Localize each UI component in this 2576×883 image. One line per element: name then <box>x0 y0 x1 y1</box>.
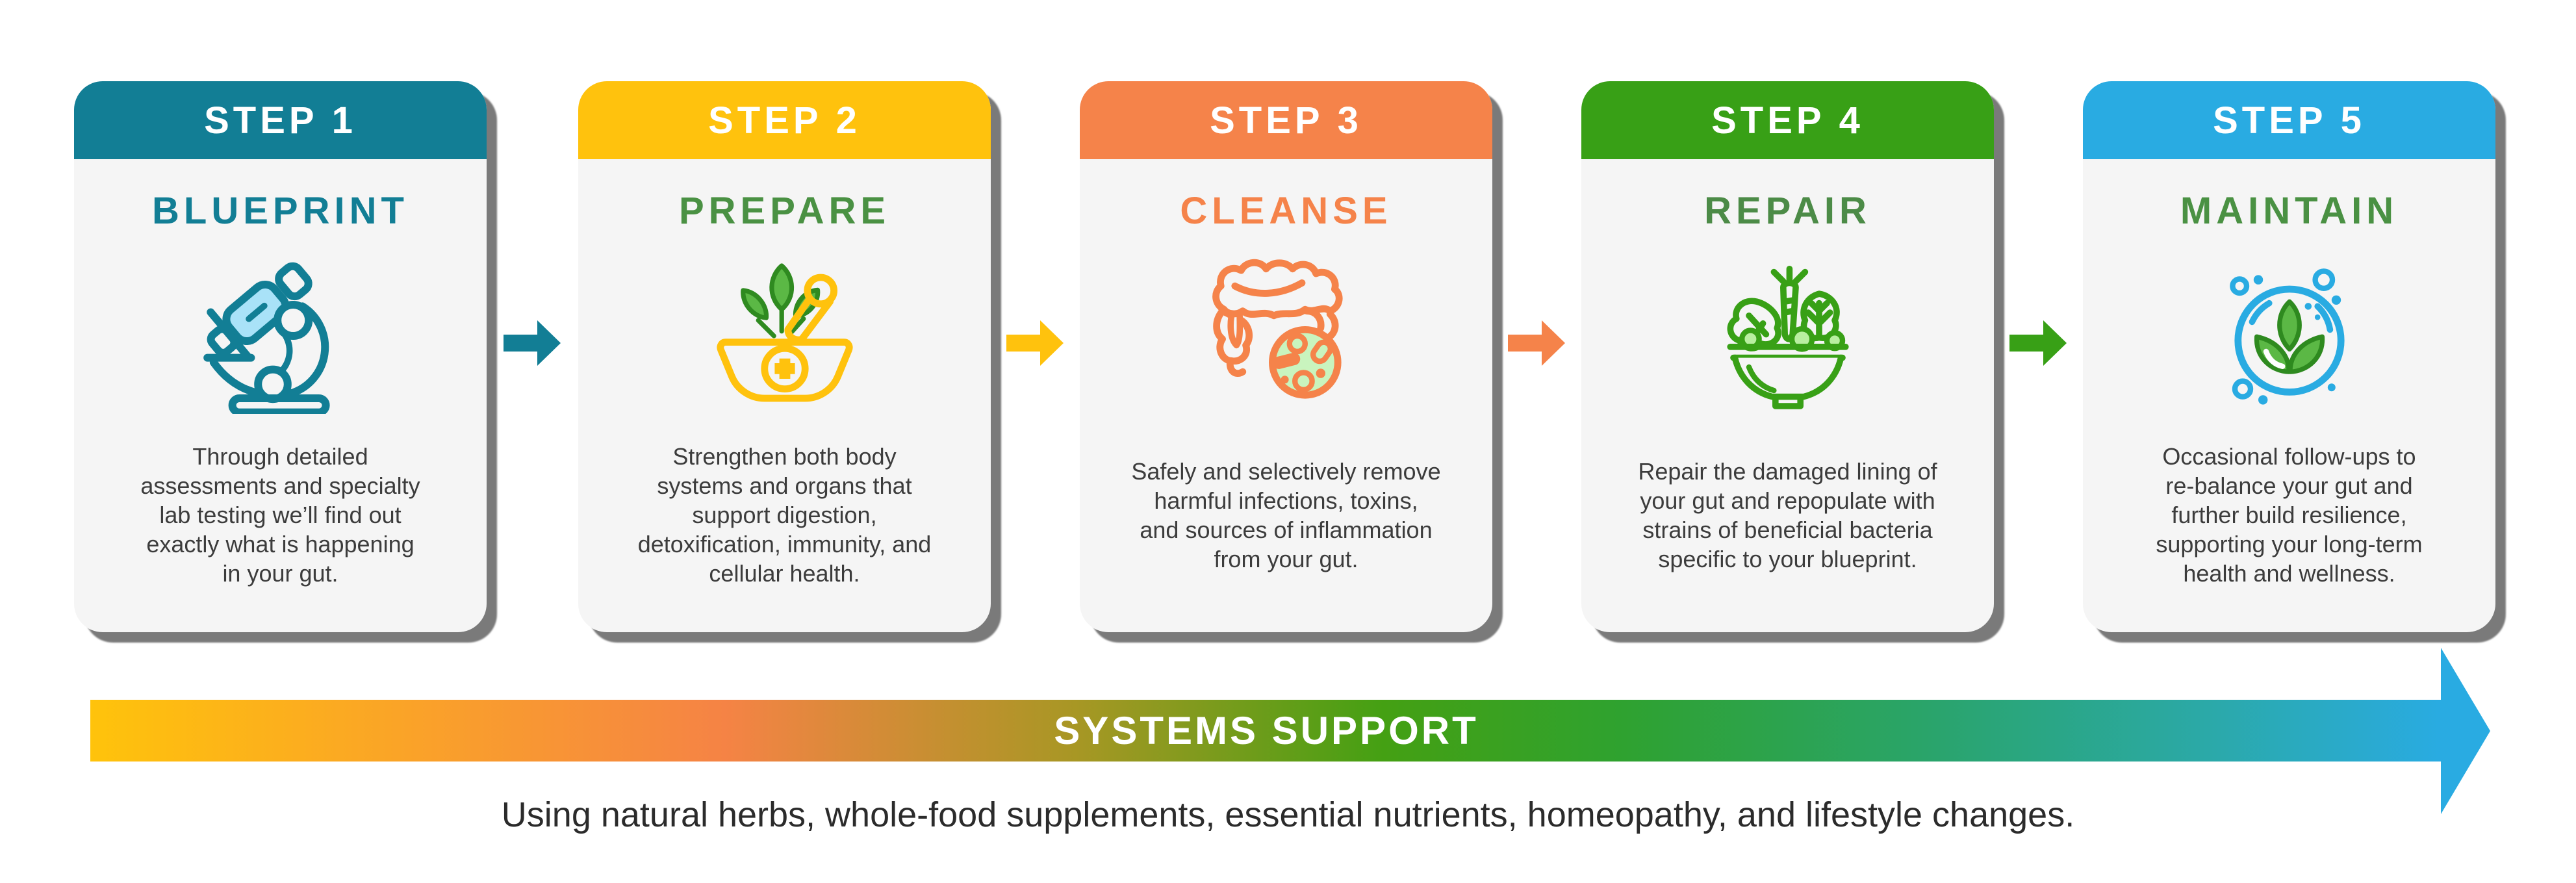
systems-support-bar: SYSTEMS SUPPORT <box>90 700 2442 761</box>
arrow-right-icon <box>2009 320 2067 366</box>
systems-support-label: SYSTEMS SUPPORT <box>1054 709 1479 752</box>
step-4-label: STEP 4 <box>1711 99 1864 142</box>
step-3-label: STEP 3 <box>1210 99 1362 142</box>
step-card-4: STEP 4 REPAIR <box>1581 81 1994 632</box>
step-5-label: STEP 5 <box>2213 99 2366 142</box>
arrow-right-icon <box>1508 320 1565 366</box>
salad-bowl-icon <box>1581 258 1994 414</box>
step-5-header: STEP 5 <box>2083 81 2495 159</box>
step-card-5: STEP 5 MAINTAIN <box>2083 81 2495 632</box>
step-1-title: BLUEPRINT <box>152 190 409 232</box>
mortar-pestle-icon <box>578 258 991 414</box>
step-1-header: STEP 1 <box>74 81 487 159</box>
step-4-header: STEP 4 <box>1581 81 1994 159</box>
step-3-title: CLEANSE <box>1180 190 1392 232</box>
step-4-description: Repair the damaged lining of your gut an… <box>1638 457 1937 572</box>
step-card-3: STEP 3 CLEANSE <box>1080 81 1492 632</box>
step-5-title: MAINTAIN <box>2180 190 2399 232</box>
step-card-1: STEP 1 BLUEPRINT Through de <box>74 81 487 632</box>
step-2-label: STEP 2 <box>708 99 861 142</box>
step-5-description: Occasional follow-ups to re-balance your… <box>2156 443 2423 587</box>
step-2-header: STEP 2 <box>578 81 991 159</box>
step-1-label: STEP 1 <box>204 99 357 142</box>
step-2-description: Strengthen both body systems and organs … <box>637 443 932 587</box>
step-3-header: STEP 3 <box>1080 81 1492 159</box>
arrow-right-icon <box>1006 320 1064 366</box>
step-3-description: Safely and selectively remove harmful in… <box>1131 457 1441 572</box>
step-1-description: Through detailed assessments and special… <box>140 443 420 587</box>
intestine-icon <box>1080 258 1492 414</box>
caption-text: Using natural herbs, whole-food suppleme… <box>501 795 2075 834</box>
microscope-icon <box>74 258 487 414</box>
step-card-2: STEP 2 PREPARE Strengthen both body <box>578 81 991 632</box>
step-4-title: REPAIR <box>1704 190 1871 232</box>
support-arrowhead-icon <box>2441 648 2490 814</box>
leaf-circle-icon <box>2083 258 2495 414</box>
step-2-title: PREPARE <box>678 190 891 232</box>
arrow-right-icon <box>504 320 561 366</box>
